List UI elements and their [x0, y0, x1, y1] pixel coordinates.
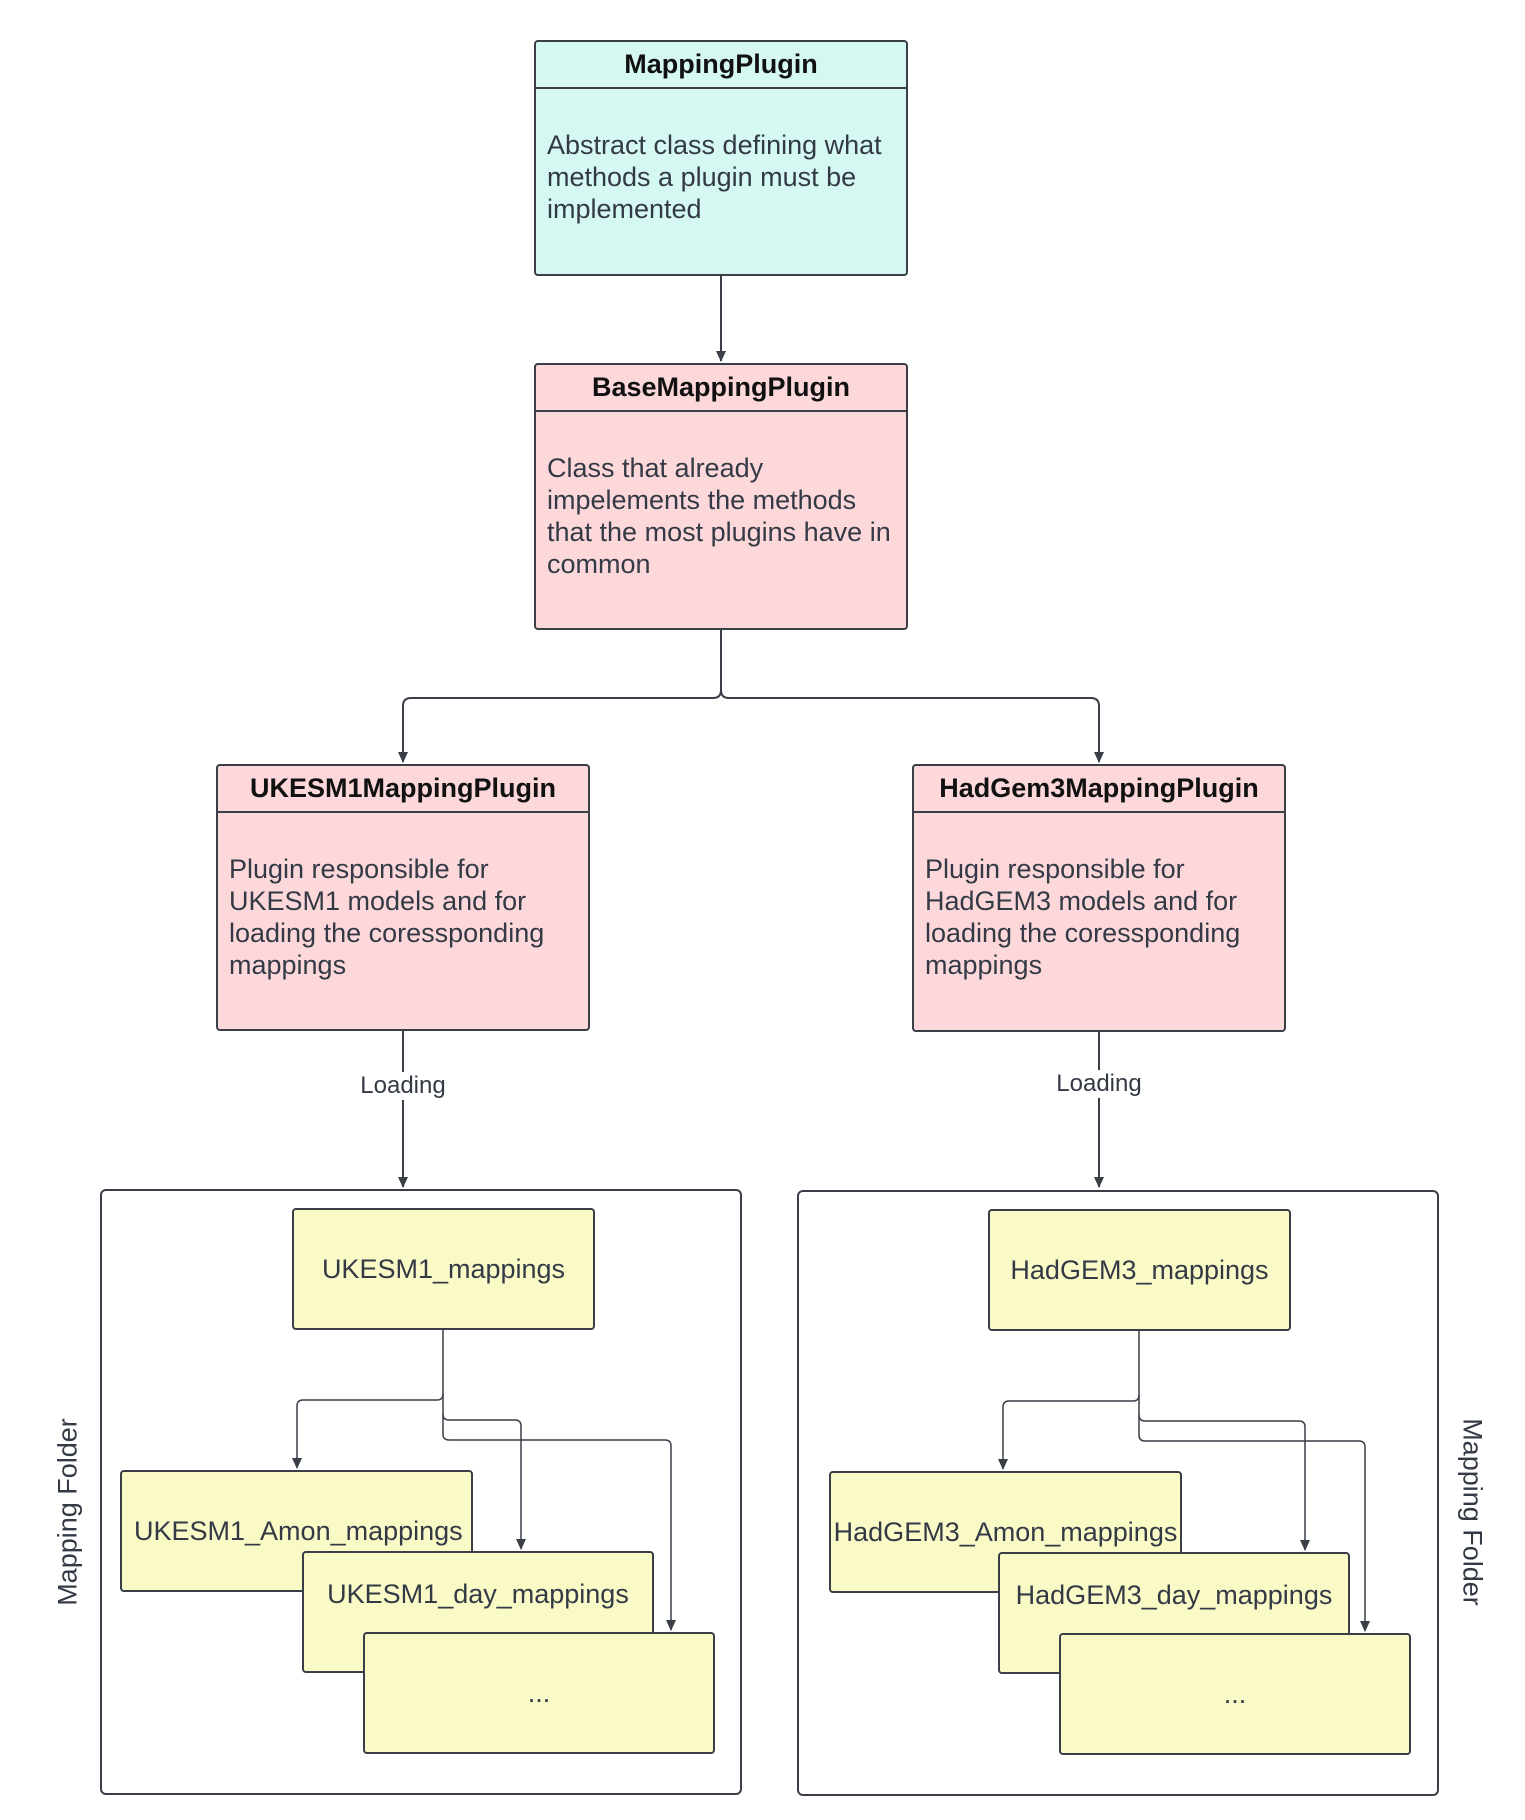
ukesm1-plugin-box: UKESM1MappingPlugin Plugin responsible f…	[216, 764, 590, 1031]
base-mapping-plugin-title: BaseMappingPlugin	[536, 365, 906, 412]
hadgem3-plugin-box: HadGem3MappingPlugin Plugin responsible …	[912, 764, 1286, 1032]
ukesm1-plugin-title: UKESM1MappingPlugin	[218, 766, 588, 813]
hadgem3-folder-label: Mapping Folder	[1457, 1418, 1488, 1606]
mapping-plugin-box: MappingPlugin Abstract class defining wh…	[534, 40, 908, 276]
ukesm1-mappings-root: UKESM1_mappings	[292, 1208, 595, 1330]
ukesm1-loading-label: Loading	[357, 1072, 449, 1100]
hadgem3-plugin-description: Plugin responsible for HadGEM3 models an…	[925, 854, 1241, 980]
hadgem3-loading-label: Loading	[1053, 1070, 1145, 1098]
hadgem3-mapping-folder	[797, 1190, 1439, 1796]
hadgem3-more-mappings: ...	[1059, 1633, 1411, 1755]
mapping-plugin-title: MappingPlugin	[536, 42, 906, 89]
ukesm1-folder-label: Mapping Folder	[52, 1418, 83, 1606]
tree-ukesm1-more	[442, 1414, 676, 1631]
ukesm1-more-mappings: ...	[363, 1632, 715, 1754]
hadgem3-mappings-root: HadGEM3_mappings	[988, 1209, 1291, 1331]
mapping-plugin-description: Abstract class defining what methods a p…	[547, 130, 882, 224]
arrow-base-to-ukesm1	[398, 630, 722, 763]
ukesm1-plugin-description: Plugin responsible for UKESM1 models and…	[229, 854, 545, 980]
base-mapping-plugin-box: BaseMappingPlugin Class that already imp…	[534, 363, 908, 630]
ukesm1-mapping-folder	[100, 1189, 742, 1795]
ukesm1-amon-mappings: UKESM1_Amon_mappings	[120, 1470, 473, 1592]
base-mapping-plugin-description: Class that already impelements the metho…	[547, 453, 891, 579]
tree-hadgem3-more	[1138, 1415, 1370, 1632]
arrow-base-to-hadgem3	[720, 689, 1104, 763]
hadgem3-plugin-title: HadGem3MappingPlugin	[914, 766, 1284, 813]
